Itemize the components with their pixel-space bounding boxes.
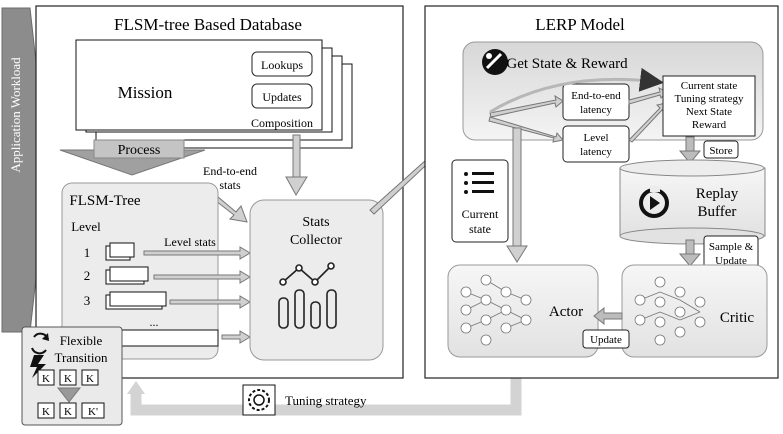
end-to-end-latency-label-2: latency [580,104,612,116]
composition-label: Composition [251,116,313,130]
critic-box [621,264,768,358]
sample-update-arrow [678,239,702,267]
svg-text:K: K [42,406,50,418]
level-latency-box [562,125,630,163]
wrench-icon [482,49,508,75]
tuple-tuning-strategy: Tuning strategy [675,93,744,105]
svg-text:K: K [64,373,72,385]
level-latency-label-2: latency [580,146,612,158]
refresh-icon [31,332,49,355]
tuning-gear-icon [242,384,276,416]
update-label: Update [715,255,747,267]
key-row-top: K K K [37,369,99,386]
lookups-label: Lookups [261,58,303,72]
state-to-actor-arrow [506,127,528,263]
critic-to-actor-arrow [593,306,623,326]
sample-label: Sample & [709,241,754,253]
replay-buffer [619,159,766,245]
store-label: Store [709,145,732,157]
level-3-number: 3 [84,293,91,308]
level-2-number: 2 [84,268,91,283]
current-state-label: Current [462,207,499,221]
svg-text:K: K [86,373,94,385]
end-to-end-latency-label: End-to-end [571,90,621,102]
lookups-box [251,51,313,77]
list-icon [464,172,494,194]
transition-label: Transition [55,350,108,365]
database-title: FLSM-tree Based Database [114,15,302,34]
flsm-tree-title: FLSM-Tree [69,193,140,209]
actor-network-icon [460,274,532,346]
process-arrow: Process [59,139,206,176]
update-label-actor: Update [590,334,622,346]
level-stats-label: Level stats [164,235,216,249]
svg-text:K: K [64,406,72,418]
level-stats-arrows [143,246,251,344]
process-label: Process [118,143,161,158]
current-state-label-2: state [469,222,491,236]
level-label: Level [71,219,101,234]
level-n-block [119,329,219,347]
stats-collector-label: Stats [302,215,329,230]
analytics-icon [278,262,337,329]
end-to-end-stats-label-2: stats [219,178,241,192]
replay-label: Replay [696,186,739,202]
composition-arrow [285,134,308,196]
current-state-box [451,159,509,243]
actor-label: Actor [549,304,583,320]
state-curve-arrow [489,67,664,114]
critic-label: Critic [720,310,755,326]
mission-stack: Mission Lookups Updates Composition [75,39,353,149]
application-workload-label: Application Workload [8,57,23,173]
tuning-strategy-arrow [130,356,522,416]
level-latency-label: Level [583,132,608,144]
buffer-label: Buffer [698,204,737,220]
lightning-icon [30,355,46,378]
store-box [703,140,739,159]
update-box [582,329,630,349]
updates-box [251,83,313,109]
level-ellipsis: ... [150,315,159,329]
mission-label: Mission [118,83,173,102]
lerp-title: LERP Model [535,15,625,34]
flexible-label: Flexible [60,333,103,348]
updates-label: Updates [262,90,302,104]
tuple-reward: Reward [692,119,727,131]
stats-collector-label-2: Collector [290,233,342,248]
svg-text:K': K' [88,406,98,418]
transition-down-arrow [56,387,82,403]
actor-box [447,264,599,358]
get-state-reward-label: Get State & Reward [506,56,628,72]
transition-tuple-box [662,75,756,137]
tuning-strategy-label: Tuning strategy [285,393,367,408]
svg-text:K: K [42,373,50,385]
end-to-end-stats-label: End-to-end [203,164,257,178]
tuple-next-state: Next State [686,106,732,118]
level-1-number: 1 [84,245,91,260]
replay-icon [639,186,669,218]
tuning-arrowhead [127,381,145,394]
critic-network-icon [634,276,706,346]
store-arrow [678,136,702,164]
tuple-current-state: Current state [681,80,738,92]
key-row-bottom: K K K' [37,402,105,419]
